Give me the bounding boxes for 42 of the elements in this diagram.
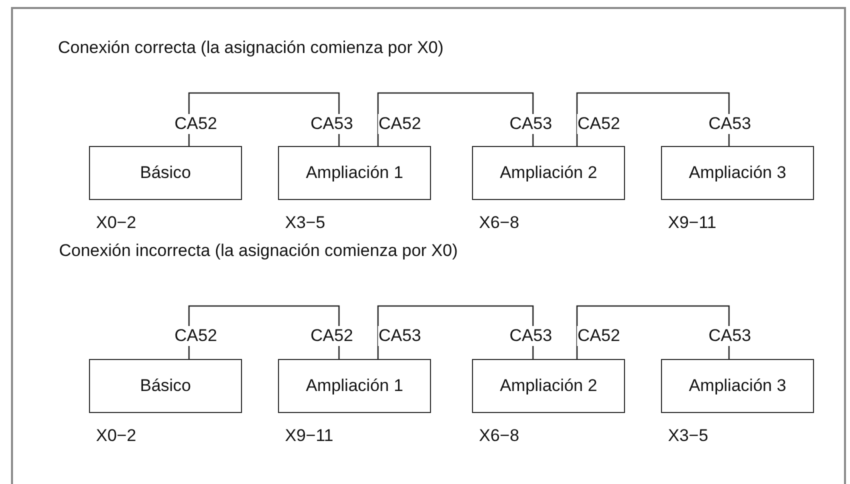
address-range: X6−8: [478, 426, 520, 446]
cable-connector: [576, 92, 730, 146]
module-name: Básico: [140, 376, 192, 396]
section-heading: Conexión incorrecta (la asignación comienza por X0): [58, 241, 459, 261]
module-name: Básico: [140, 163, 192, 183]
address-range: X0−2: [95, 213, 138, 233]
address-range: X6−8: [478, 213, 520, 233]
address-range: X0−2: [95, 426, 138, 446]
connector-label: CA53: [708, 326, 752, 346]
module-name: Ampliación 3: [688, 376, 786, 396]
module-name: Ampliación 2: [500, 376, 598, 396]
module-box: [278, 146, 431, 200]
connector-label: CA52: [174, 326, 218, 346]
address-range: X9−11: [667, 213, 718, 233]
cable-connector: [576, 305, 730, 359]
module-box: [89, 146, 242, 200]
module-name: Ampliación 1: [306, 163, 404, 183]
connector-label: CA53: [378, 326, 422, 346]
connector-label: CA53: [508, 114, 554, 134]
connector-label: CA52: [378, 114, 422, 134]
address-range: X3−5: [284, 213, 326, 233]
module-name: Ampliación 1: [306, 376, 404, 396]
module-box: [472, 146, 625, 200]
address-range: X3−5: [667, 426, 710, 446]
module-box: [89, 359, 242, 413]
connector-label: CA52: [174, 114, 218, 134]
connector-label: CA53: [310, 114, 354, 134]
connector-label: CA53: [508, 326, 554, 346]
module-box: [661, 359, 814, 413]
address-range: X9−11: [284, 426, 334, 446]
connector-label: CA53: [708, 114, 752, 134]
module-name: Ampliación 3: [688, 163, 786, 183]
connector-label: CA52: [576, 114, 622, 134]
cable-connector: [377, 92, 534, 146]
connector-label: CA52: [576, 326, 622, 346]
section-heading: Conexión correcta (la asignación comienza por X0): [57, 38, 445, 58]
module-box: [661, 146, 814, 200]
module-box: [278, 359, 431, 413]
module-name: Ampliación 2: [500, 163, 598, 183]
cable-connector: [377, 305, 534, 359]
connector-label: CA52: [310, 326, 354, 346]
module-box: [472, 359, 625, 413]
